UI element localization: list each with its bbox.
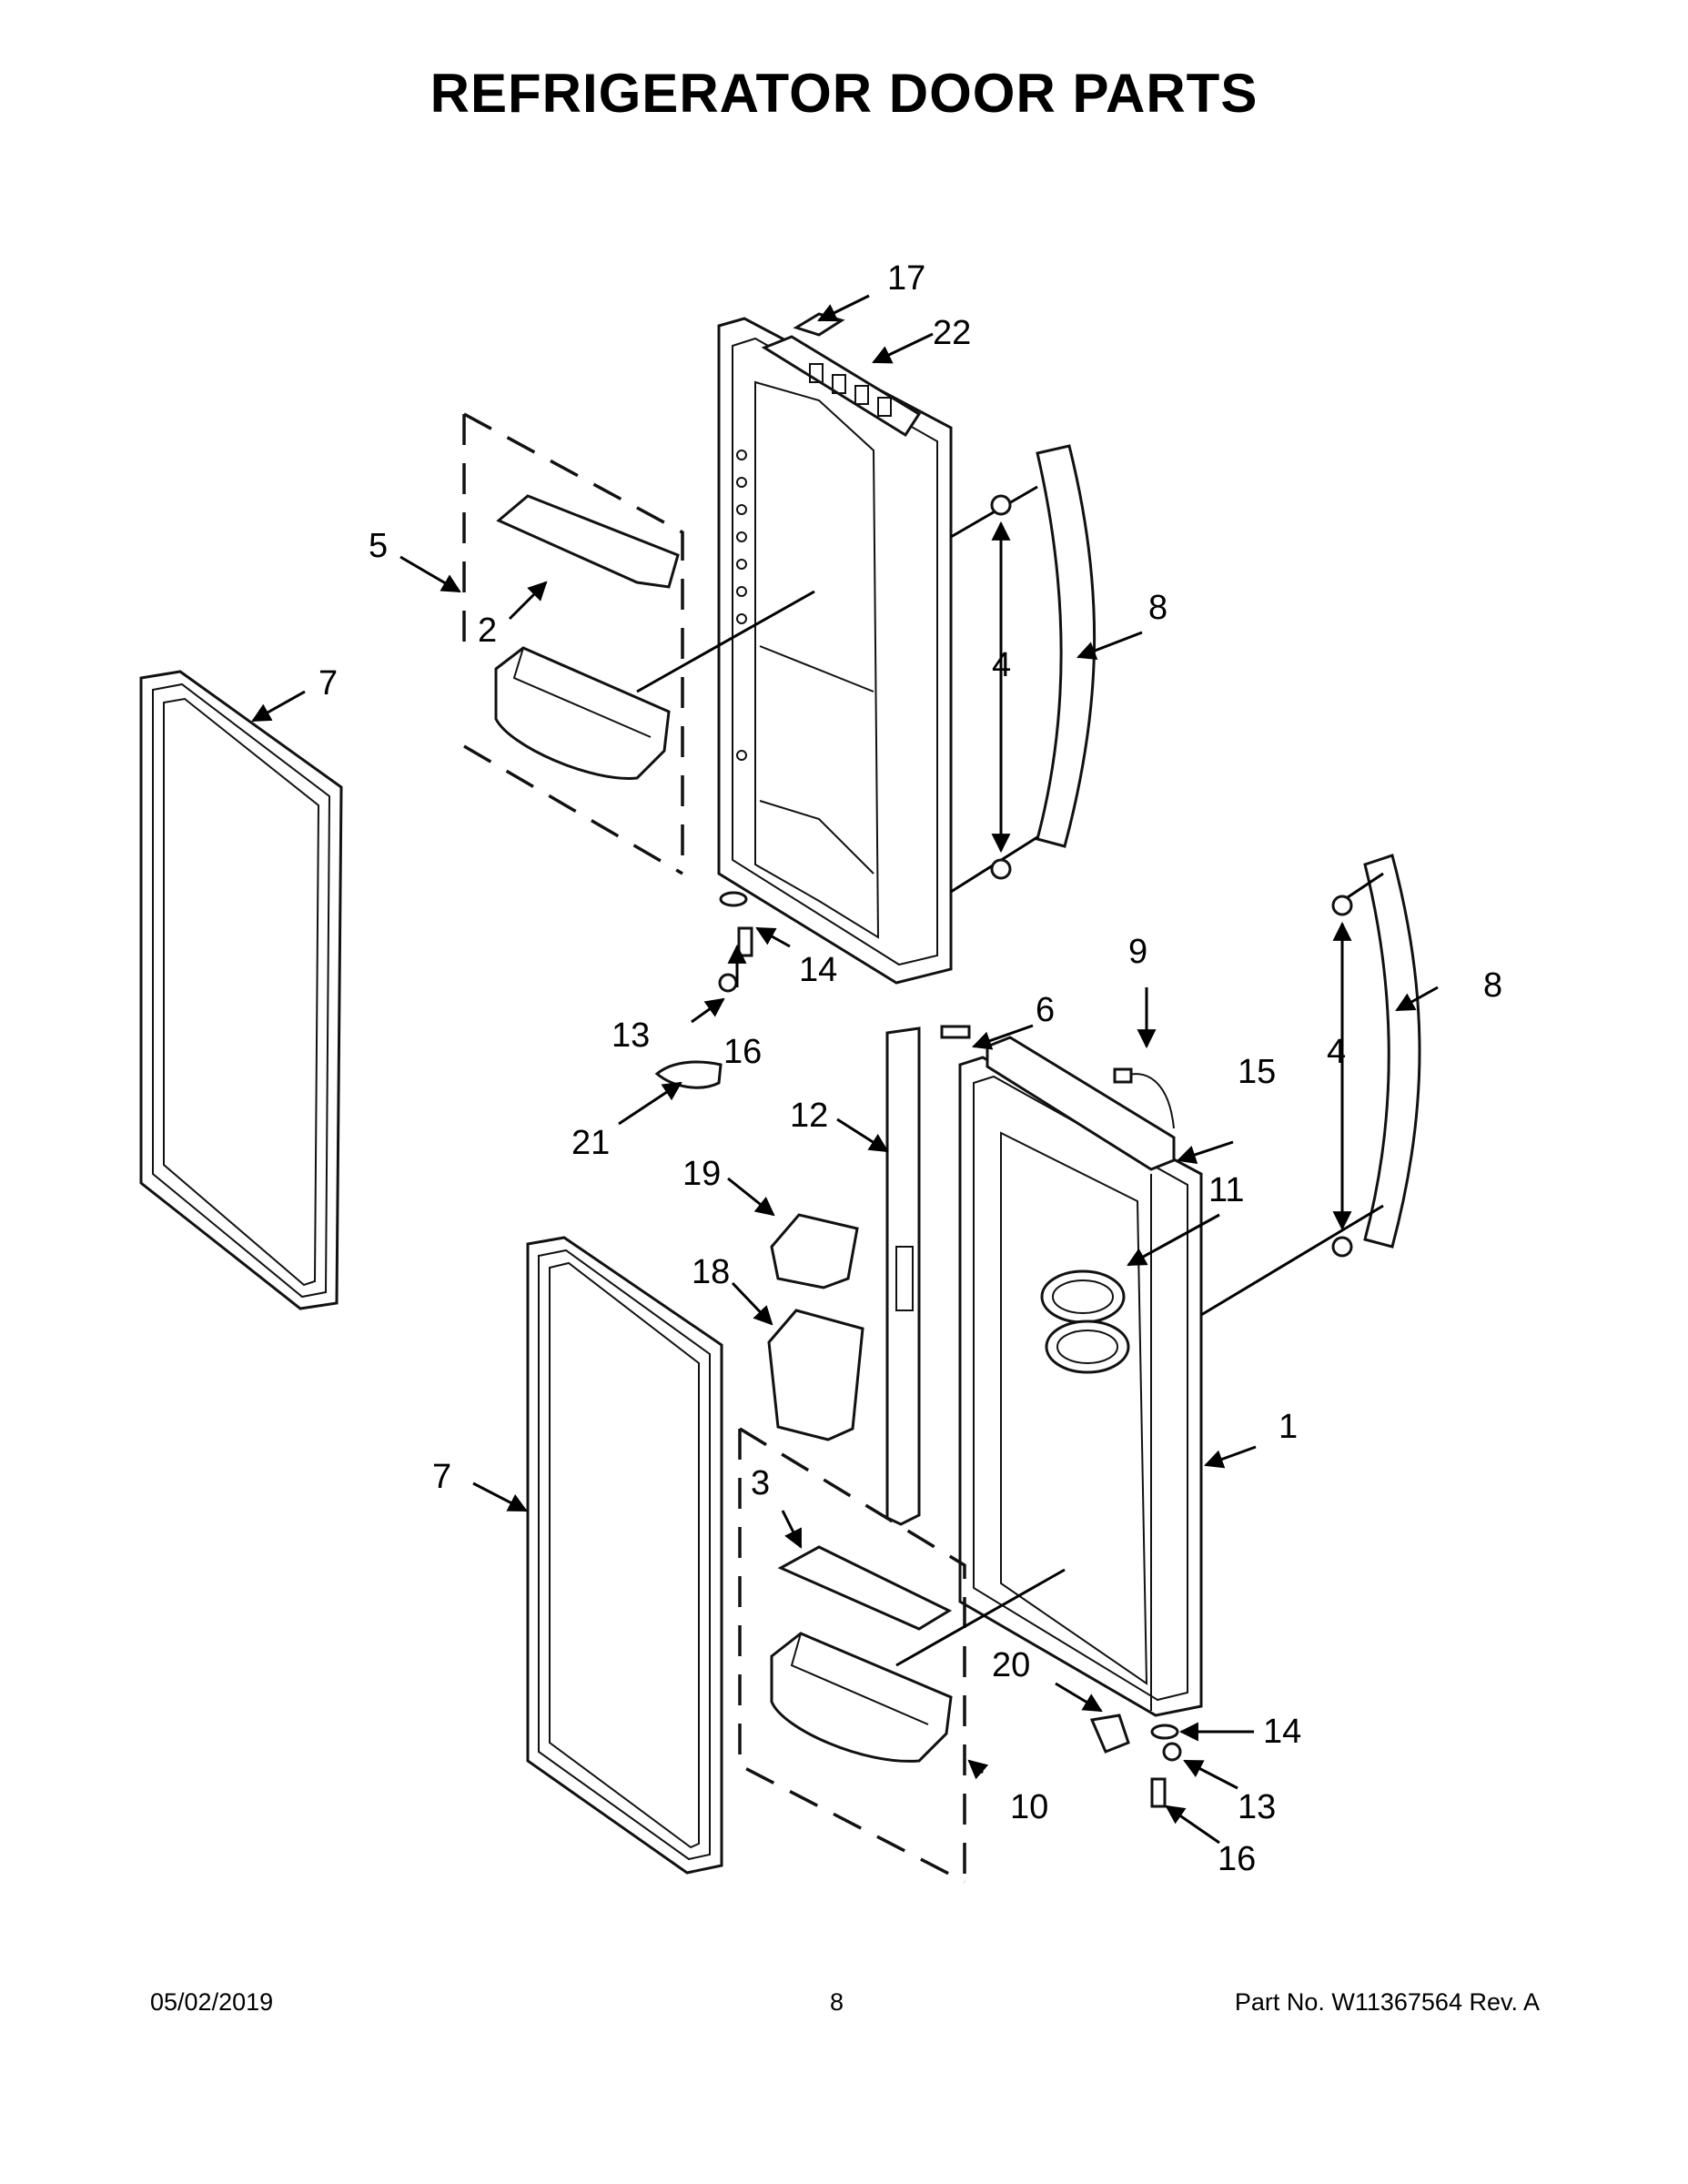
callout-3: 3: [751, 1464, 770, 1502]
upper-door-bin-cover: [496, 494, 680, 589]
bin-group-box-upper: [463, 412, 684, 874]
center-mullion: [885, 1026, 921, 1526]
lower-door-bin: [770, 1632, 953, 1763]
callout-15: 15: [1238, 1053, 1276, 1091]
callout-19: 19: [682, 1155, 721, 1193]
upper-door-bin: [494, 646, 671, 780]
callout-16-lower: 16: [1218, 1840, 1256, 1878]
hinge-pin: [940, 1025, 971, 1039]
door-closure-cam: [654, 1060, 723, 1089]
right-door-gasket: [526, 1236, 723, 1875]
lower-door-bin-cover: [777, 1545, 953, 1631]
callout-2: 2: [478, 612, 497, 650]
page-title: REFRIGERATOR DOOR PARTS: [430, 63, 1258, 124]
callout-5: 5: [369, 527, 388, 565]
water-tube-fitting: [1113, 1067, 1175, 1129]
lower-door-liner: [958, 1036, 1203, 1717]
callout-10: 10: [1010, 1788, 1048, 1826]
callout-21: 21: [571, 1124, 610, 1162]
callout-17: 17: [887, 259, 925, 298]
utility-bin-large: [767, 1309, 864, 1441]
callout-14-upper: 14: [799, 951, 837, 989]
callout-4-upper: 4: [992, 646, 1011, 684]
callout-14-lower: 14: [1263, 1713, 1301, 1751]
callout-20: 20: [992, 1646, 1030, 1684]
hinge-hardware-upper: [718, 891, 753, 993]
callout-13-lower: 13: [1238, 1788, 1276, 1826]
footer-date: 05/02/2019: [150, 1988, 274, 2016]
upper-door-liner: [717, 317, 953, 985]
callout-7-upper: 7: [318, 664, 338, 703]
callout-9: 9: [1128, 933, 1147, 971]
callout-4-lower: 4: [1327, 1033, 1346, 1071]
callout-12: 12: [790, 1097, 828, 1135]
footer-part-number: Part No. W11367564 Rev. A: [1234, 1988, 1540, 2016]
callout-13-upper: 13: [612, 1016, 650, 1055]
callout-8-lower: 8: [1483, 966, 1502, 1005]
bin-group-box-lower: [739, 1427, 966, 1882]
hinge-pin-top: [793, 312, 845, 337]
callout-22: 22: [933, 314, 971, 352]
callout-8-upper: 8: [1148, 589, 1167, 627]
upper-door-handle: [1036, 444, 1097, 848]
left-door-gasket: [139, 670, 343, 1310]
callout-1: 1: [1279, 1408, 1298, 1446]
hinge-hardware-lower: [1089, 1714, 1182, 1808]
callout-6: 6: [1036, 991, 1055, 1029]
callout-18: 18: [692, 1253, 730, 1291]
utility-bin-small: [770, 1213, 859, 1289]
callout-16-upper: 16: [723, 1033, 762, 1071]
footer-page-number: 8: [830, 1988, 844, 2016]
lower-door-handle: [1363, 854, 1421, 1249]
callout-11: 11: [1208, 1171, 1244, 1209]
callout-7-lower: 7: [432, 1458, 451, 1496]
